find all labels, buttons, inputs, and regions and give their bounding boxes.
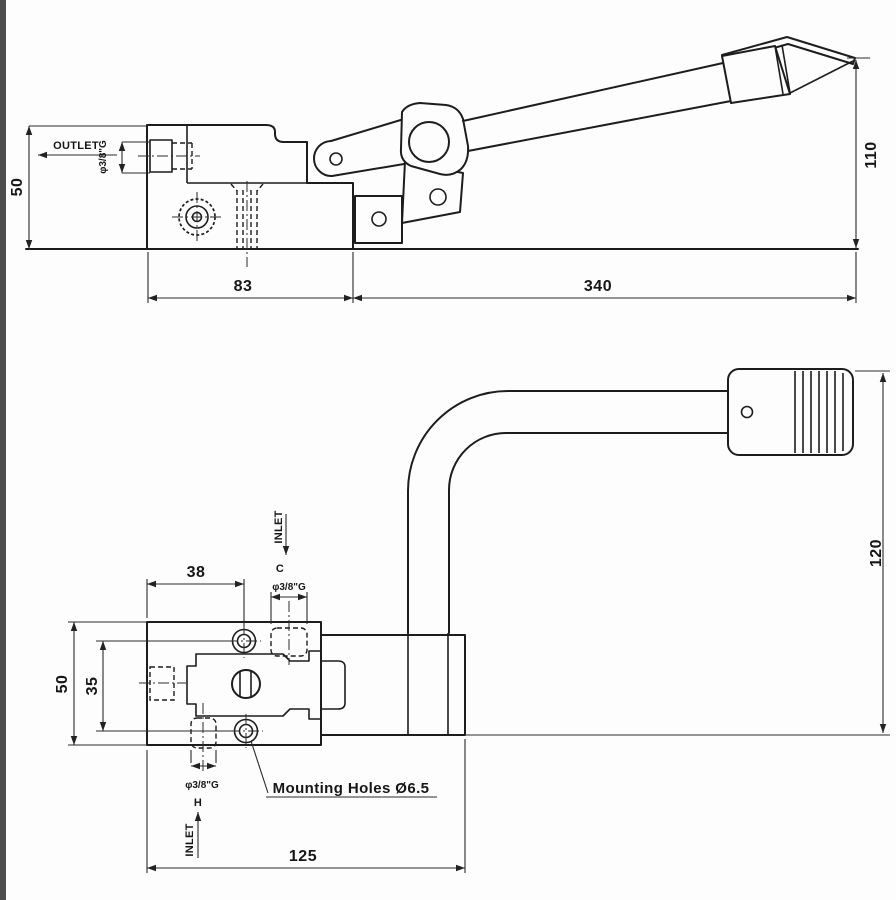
dim-120-label: 120 <box>868 539 885 567</box>
valve-body-outline <box>146 124 354 250</box>
page-edge-shadow <box>0 0 6 900</box>
dim120-extensions <box>465 370 890 736</box>
inlet-c-tag: C <box>276 563 284 575</box>
mounting-hole-top-centerlines <box>227 624 261 658</box>
mounting-hole-bottom-centerlines <box>229 714 263 748</box>
body-divider-lines <box>186 125 307 184</box>
inlet-h-label: INLET <box>184 823 196 856</box>
pedal-pad-plan <box>727 368 854 456</box>
cam-pivot-hole <box>408 121 450 163</box>
dim50plan-extensions <box>68 621 146 746</box>
dim-50-label: 50 <box>9 178 26 197</box>
arm-outer-edge <box>407 390 729 634</box>
dim-125-label: 125 <box>289 848 317 865</box>
outlet-dim-extensions <box>122 141 150 174</box>
inlet-c-label: INLET <box>273 510 285 543</box>
dim-50plan-label: 50 <box>54 675 71 694</box>
dim38-extensions <box>146 579 245 626</box>
cam-plate <box>399 102 470 176</box>
adjuster-centerlines <box>172 192 222 242</box>
plan-view: 38 φ3/8"G C INLET 50 35 120 125 φ3/8"G H… <box>54 368 890 873</box>
arm-inner-edge <box>448 432 729 634</box>
dim35-extensions <box>96 640 230 732</box>
dim-38-label: 38 <box>187 564 206 581</box>
hidden-bore-lines <box>230 183 264 248</box>
mounting-note-leader <box>250 740 437 798</box>
dim83-340-extensions <box>147 252 857 303</box>
inlet-h-tag: H <box>194 797 202 809</box>
dim-340-label: 340 <box>584 278 612 295</box>
screw-slot <box>239 671 252 697</box>
outlet-label: OUTLET <box>53 140 99 152</box>
lower-link-hole <box>429 188 447 206</box>
inlet-port-h <box>190 717 217 749</box>
dim-35-label: 35 <box>84 677 101 696</box>
bracket-pin-hole <box>371 211 387 227</box>
arm-mount-block <box>320 634 466 736</box>
pedal-grip-lines <box>794 371 844 453</box>
dim-83-label: 83 <box>234 278 253 295</box>
inlet-h-port-label: φ3/8"G <box>185 780 219 791</box>
portH-dim-extensions <box>190 750 217 763</box>
link-bar-hole <box>329 152 343 166</box>
dim-110-label: 110 <box>863 141 880 168</box>
arm-into-block <box>407 633 449 734</box>
pedal-rod <box>462 62 732 152</box>
inlet-c-port-label: φ3/8"G <box>272 582 306 593</box>
lever-bracket <box>354 195 403 244</box>
mounting-note-label: Mounting Holes Ø6.5 <box>273 780 430 797</box>
outlet-port-label: φ3/8"G <box>98 140 109 174</box>
side-view: 50 OUTLET φ3/8"G 110 83 340 <box>9 36 880 303</box>
pedal-toe-lines <box>774 44 854 95</box>
pedal-pad-hole <box>740 405 754 419</box>
cartridge-outline <box>186 650 346 720</box>
screw-head <box>231 669 261 699</box>
pedal-pad-side <box>721 45 791 104</box>
dim125-extensions <box>146 739 466 873</box>
link-bar-round-end <box>313 140 333 178</box>
